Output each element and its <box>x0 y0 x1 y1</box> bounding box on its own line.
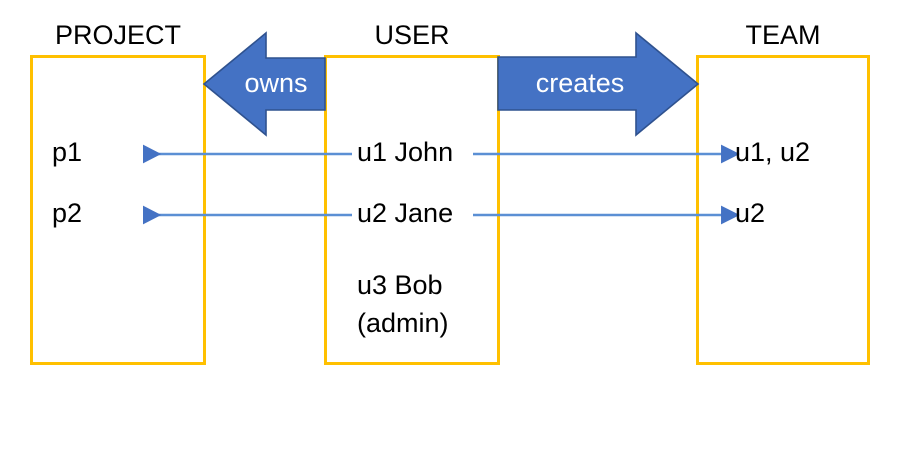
entity-title-team: TEAM <box>745 20 821 50</box>
row-label-p1: p1 <box>52 137 83 167</box>
entity-box-team[interactable] <box>696 55 870 365</box>
entity-title-user: USER <box>374 20 450 50</box>
block-arrow-label-creates: creates <box>535 68 625 98</box>
row-label-u2-jane: u2 Jane <box>357 198 454 228</box>
row-label-team-u2: u2 <box>735 198 766 228</box>
row-label-p2: p2 <box>52 198 83 228</box>
entity-title-project: PROJECT <box>54 20 181 50</box>
row-label-u1-john: u1 John <box>357 137 454 167</box>
entity-box-user[interactable] <box>324 55 500 365</box>
block-arrow-label-owns: owns <box>244 68 308 98</box>
row-label-u3-role-admin: (admin) <box>357 308 449 338</box>
row-label-u3-bob: u3 Bob <box>357 270 443 300</box>
entity-box-project[interactable] <box>30 55 206 365</box>
row-label-team-u1-u2: u1, u2 <box>735 137 811 167</box>
